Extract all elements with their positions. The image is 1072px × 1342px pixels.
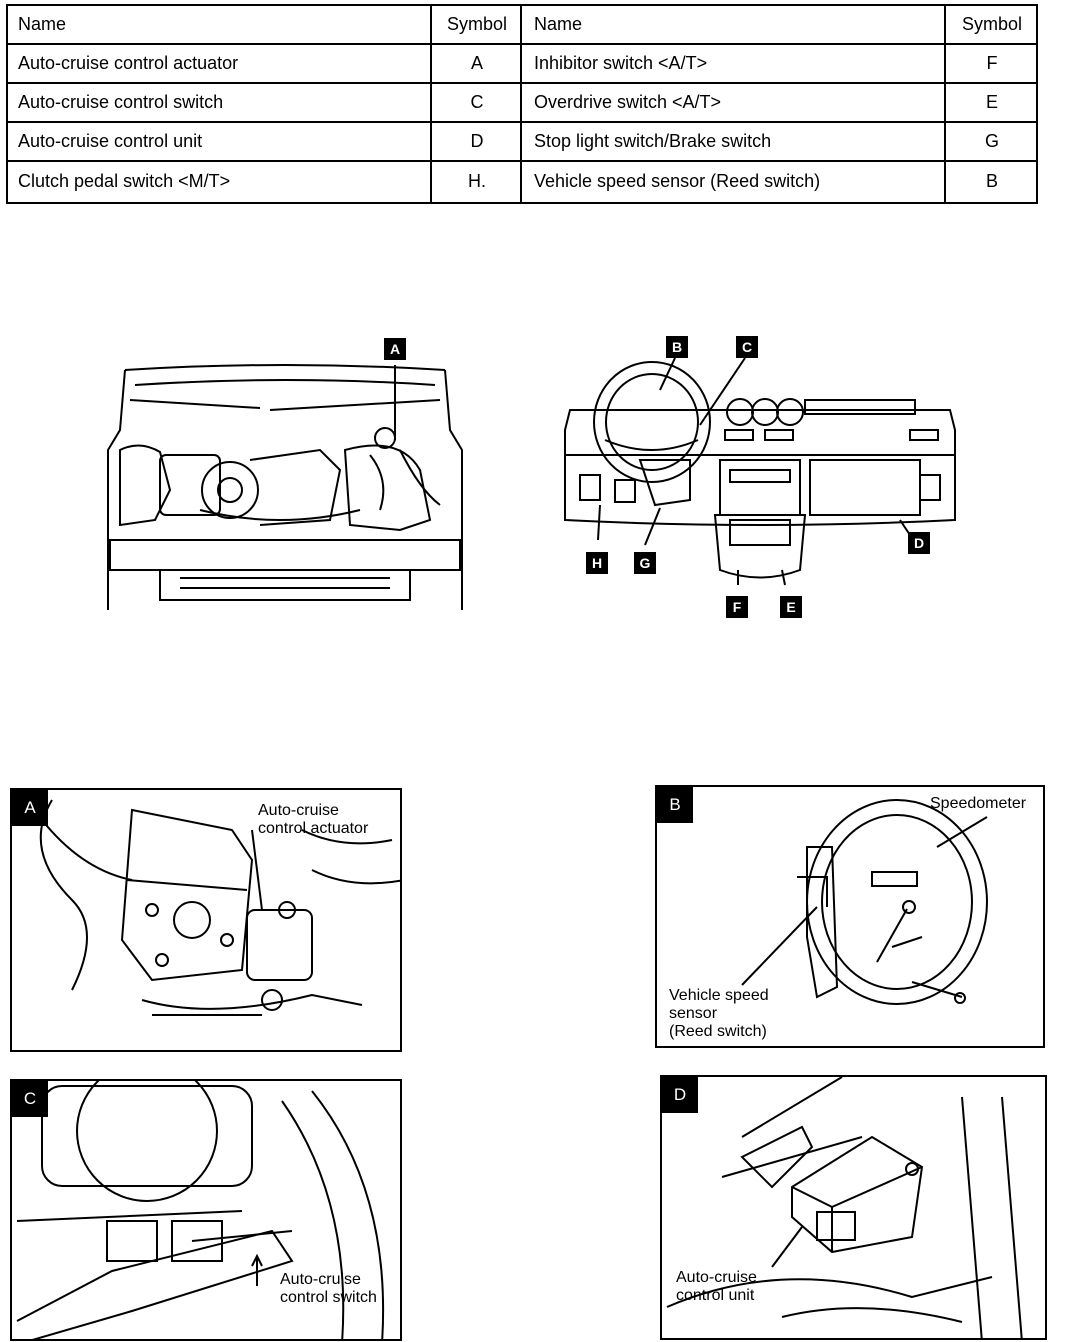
left-symbol-cell: D (470, 131, 484, 151)
speedometer-drawing (741, 799, 988, 1005)
panel-tag-a: A (12, 790, 48, 826)
control-unit-drawing (666, 1077, 1023, 1338)
right-symbol-cell: E (985, 92, 998, 112)
left-name-cell: Auto-cruise control unit (18, 131, 203, 151)
dashboard-illustration: B C D E F G H (560, 330, 960, 630)
detail-panel-a: A Auto-cruise control actuator (10, 788, 402, 1052)
marker-g: G (634, 552, 656, 574)
engine-bay-illustration: A (100, 330, 470, 620)
control-switch-drawing (16, 1081, 385, 1339)
detail-panel-b: B Speedometer Vehicle speed sensor (Reed… (655, 785, 1045, 1048)
detail-panel-d: D Auto-cruise control unit (660, 1075, 1047, 1340)
engine-bay-drawing (107, 364, 463, 610)
detail-panel-c: C Auto-cruise control switch (10, 1079, 402, 1341)
right-name-cell: Stop light switch/Brake switch (534, 131, 772, 151)
right-name-cell: Vehicle speed sensor (Reed switch) (534, 171, 821, 191)
marker-b: B (666, 336, 688, 358)
caption-vehicle-speed-sensor: Vehicle speed sensor (Reed switch) (669, 987, 769, 1040)
column-divider (430, 6, 432, 202)
caption-speedometer: Speedometer (930, 795, 1027, 812)
left-symbol-cell: C (470, 92, 484, 112)
caption-actuator: Auto-cruise control actuator (258, 802, 369, 837)
caption-control-unit: Auto-cruise control unit (676, 1269, 757, 1304)
right-symbol-cell: B (985, 171, 998, 191)
right-symbol-cell: F (986, 53, 998, 73)
table-row: Auto-cruise control actuator A Inhibitor… (8, 45, 1036, 84)
marker-d: D (908, 532, 930, 554)
left-name-cell: Auto-cruise control actuator (18, 53, 239, 73)
marker-a: A (384, 338, 406, 360)
column-divider (520, 6, 522, 202)
panel-tag-d: D (662, 1077, 698, 1113)
right-symbol-cell: G (984, 131, 999, 151)
table-row: Auto-cruise control unit D Stop light sw… (8, 123, 1036, 162)
header-symbol-left: Symbol (446, 14, 508, 34)
header-name-left: Name (18, 14, 67, 34)
panel-tag-c: C (12, 1081, 48, 1117)
marker-f: F (726, 596, 748, 618)
marker-c: C (736, 336, 758, 358)
components-table: Name Symbol Name Symbol Auto-cruise cont… (6, 4, 1038, 204)
actuator-drawing (39, 799, 400, 1016)
table-row: Auto-cruise control switch C Overdrive s… (8, 84, 1036, 123)
header-symbol-right: Symbol (961, 14, 1023, 34)
left-symbol-cell: A (470, 53, 483, 73)
left-name-cell: Auto-cruise control switch (18, 92, 224, 112)
table-header-row: Name Symbol Name Symbol (8, 6, 1036, 45)
header-name-right: Name (534, 14, 583, 34)
dashboard-drawing (564, 357, 956, 586)
right-name-cell: Overdrive switch <A/T> (534, 92, 722, 112)
marker-e: E (780, 596, 802, 618)
left-name-cell: Clutch pedal switch <M/T> (18, 171, 231, 191)
marker-h: H (586, 552, 608, 574)
column-divider (944, 6, 946, 202)
table-row: Clutch pedal switch <M/T> H. Vehicle spe… (8, 162, 1036, 201)
right-name-cell: Inhibitor switch <A/T> (534, 53, 708, 73)
panel-tag-b: B (657, 787, 693, 823)
caption-control-switch: Auto-cruise control switch (280, 1271, 377, 1306)
left-symbol-cell: H. (468, 171, 486, 191)
